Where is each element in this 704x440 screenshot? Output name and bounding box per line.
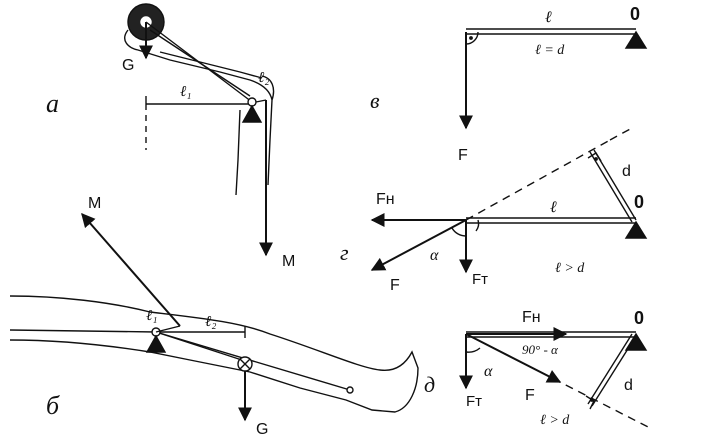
label-g-a: G <box>122 57 134 74</box>
label-l2-a: ℓ₂ <box>258 70 269 86</box>
label-m-a: M <box>282 253 295 270</box>
label-ft-g: Fт <box>472 271 488 288</box>
panel-letter-g: г <box>340 240 349 265</box>
label-f-d: F <box>525 387 535 404</box>
label-d-d: d <box>624 377 633 394</box>
label-pivot-v: 0 <box>630 4 640 24</box>
label-relation-g: ℓ > d <box>555 261 585 276</box>
arrow-f-d <box>465 333 562 383</box>
label-90-alpha-d: 90° - α <box>522 342 559 357</box>
label-l1-a: ℓ₁ <box>180 84 191 100</box>
label-relation-d: ℓ > d <box>540 413 570 428</box>
line-of-action-g <box>465 139 611 221</box>
label-m-b: M <box>88 195 101 212</box>
label-f-g: F <box>390 277 400 294</box>
label-ft-d: Fт <box>466 393 482 410</box>
label-f-v: F <box>458 147 468 164</box>
fulcrum-a <box>241 104 263 123</box>
panel-d <box>459 327 651 429</box>
panel-letter-a: а <box>46 89 59 118</box>
label-l1-b: ℓ₁ <box>146 308 157 324</box>
label-lever-v: ℓ <box>545 9 552 26</box>
panel-letter-d: д <box>424 372 435 397</box>
label-pivot-d: 0 <box>634 308 644 328</box>
label-relation-v: ℓ = d <box>535 43 565 58</box>
label-lever-g: ℓ <box>550 199 557 216</box>
label-g-b: G <box>256 421 268 438</box>
panel-letter-b: б <box>46 391 60 420</box>
panel-a <box>124 3 275 257</box>
label-alpha-g: α <box>430 247 439 264</box>
panel-v <box>459 28 648 130</box>
arrow-f-g <box>370 219 467 271</box>
label-fh-d: Fн <box>522 309 541 326</box>
fulcrum-d <box>624 332 648 351</box>
panel-g <box>370 127 648 274</box>
fulcrum-v <box>624 30 648 49</box>
arrow-m-b <box>81 212 181 327</box>
label-l2-b: ℓ₂ <box>205 314 216 330</box>
fulcrum-g <box>624 220 648 239</box>
label-alpha-d: α <box>484 363 493 380</box>
label-fh-g: Fн <box>376 191 395 208</box>
panel-letter-v: в <box>370 88 380 113</box>
arm-outline <box>124 29 275 196</box>
label-pivot-g: 0 <box>634 192 644 212</box>
panel-b <box>9 212 419 422</box>
fulcrum-b <box>145 334 167 353</box>
label-d-g: d <box>622 163 631 180</box>
